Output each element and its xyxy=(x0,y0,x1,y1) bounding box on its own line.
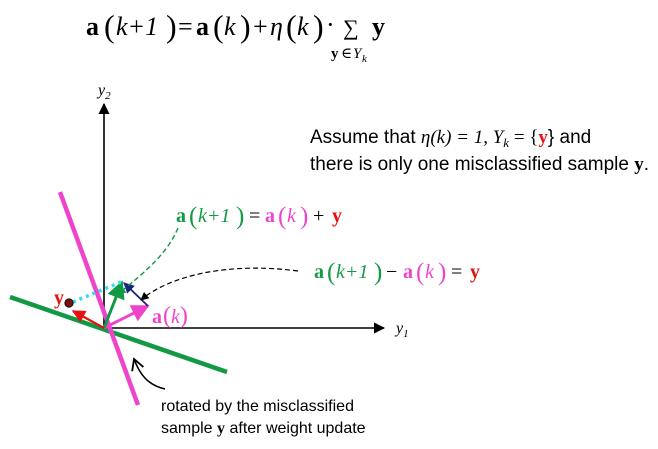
update-eq-y: y xyxy=(332,205,342,227)
update-eq-plus: + xyxy=(313,205,324,227)
pointer-to-difference xyxy=(140,267,299,301)
formula-lhs-argument: k+1 xyxy=(116,12,158,41)
update-eq-t1-open: ( xyxy=(278,203,286,230)
caption-line-1: rotated by the misclassified xyxy=(161,398,354,415)
difference-vector xyxy=(123,282,149,307)
diff-eq-equals: = xyxy=(451,261,462,283)
formula-sum-term: y xyxy=(372,12,385,41)
formula-lhs-vector: a xyxy=(86,12,99,41)
rotation-pointer xyxy=(131,357,166,390)
sample-vector-y xyxy=(71,310,105,329)
misclassified-sample-point xyxy=(64,298,74,308)
formula-eta-close-paren: ) xyxy=(313,8,324,44)
update-eq-t1-vector: a xyxy=(265,205,275,227)
assumption-line-1: Assume that η(k) = 1, Yk = {y} and xyxy=(310,127,591,150)
weight-vector-ak xyxy=(103,304,150,330)
diff-eq-lhs-close: ) xyxy=(374,259,382,286)
caption-line-2: sample y after weight update xyxy=(161,420,366,437)
update-equation: a ( k+1 ) = a ( k ) + y xyxy=(176,203,342,230)
diff-eq-t1-close: ) xyxy=(438,259,446,286)
update-eq-t1-arg: k xyxy=(287,205,297,227)
formula-term1-open-paren: ( xyxy=(213,8,224,44)
formula-sum-symbol: ∑ xyxy=(343,15,359,40)
rotation-caption: rotated by the misclassified sample y af… xyxy=(161,398,366,437)
formula-dot: · xyxy=(326,10,335,39)
formula-sum-sub-vector: y xyxy=(331,46,339,62)
formula-lhs-open-paren: ( xyxy=(104,8,115,44)
formula-plus: + xyxy=(253,12,268,41)
main-update-formula: a ( k+1 ) = a ( k ) + η ( k ) · ∑ y ∈ Y … xyxy=(86,8,385,65)
y2-axis-label: y2 xyxy=(96,82,111,102)
assumption-line-2: there is only one misclassified sample y… xyxy=(310,154,649,175)
update-eq-t1-close: ) xyxy=(300,203,308,230)
update-eq-lhs-vector: a xyxy=(176,205,186,227)
diff-eq-minus: − xyxy=(386,261,397,283)
diff-eq-lhs-vector: a xyxy=(314,261,324,283)
translated-y-dotted xyxy=(72,280,122,304)
pointer-to-ak1 xyxy=(117,227,179,295)
formula-eta-open-paren: ( xyxy=(286,8,297,44)
sample-y-label: y xyxy=(54,287,64,309)
ak-label: a(k) xyxy=(152,303,188,329)
formula-equals: = xyxy=(178,12,193,41)
boundary-before-update xyxy=(9,294,228,375)
update-eq-lhs-close: ) xyxy=(236,203,244,230)
difference-equation: a ( k+1 ) − a ( k ) = y xyxy=(314,259,480,286)
formula-term1-argument: k xyxy=(224,12,236,41)
formula-sum-sub-set-sub: k xyxy=(362,53,368,65)
assumption-text: Assume that η(k) = 1, Yk = {y} and there… xyxy=(310,127,649,175)
formula-sum-sub-set: Y xyxy=(353,46,363,62)
formula-term1-vector: a xyxy=(196,12,209,41)
update-eq-lhs-arg: k+1 xyxy=(198,205,230,227)
formula-lhs-close-paren: ) xyxy=(166,8,177,44)
formula-eta-argument: k xyxy=(297,12,309,41)
diff-eq-y: y xyxy=(470,261,480,283)
diff-eq-t1-vector: a xyxy=(403,261,413,283)
formula-eta: η xyxy=(270,12,283,41)
update-eq-equals: = xyxy=(249,205,260,227)
diff-eq-lhs-arg: k+1 xyxy=(336,261,368,283)
diff-eq-t1-arg: k xyxy=(425,261,435,283)
diff-eq-lhs-open: ( xyxy=(327,259,335,286)
boundary-after-update xyxy=(57,191,141,406)
formula-sum-sub-in: ∈ xyxy=(341,46,352,62)
y1-axis-label: y1 xyxy=(394,320,409,340)
update-eq-lhs-open: ( xyxy=(189,203,197,230)
formula-term1-close-paren: ) xyxy=(240,8,251,44)
diff-eq-t1-open: ( xyxy=(416,259,424,286)
